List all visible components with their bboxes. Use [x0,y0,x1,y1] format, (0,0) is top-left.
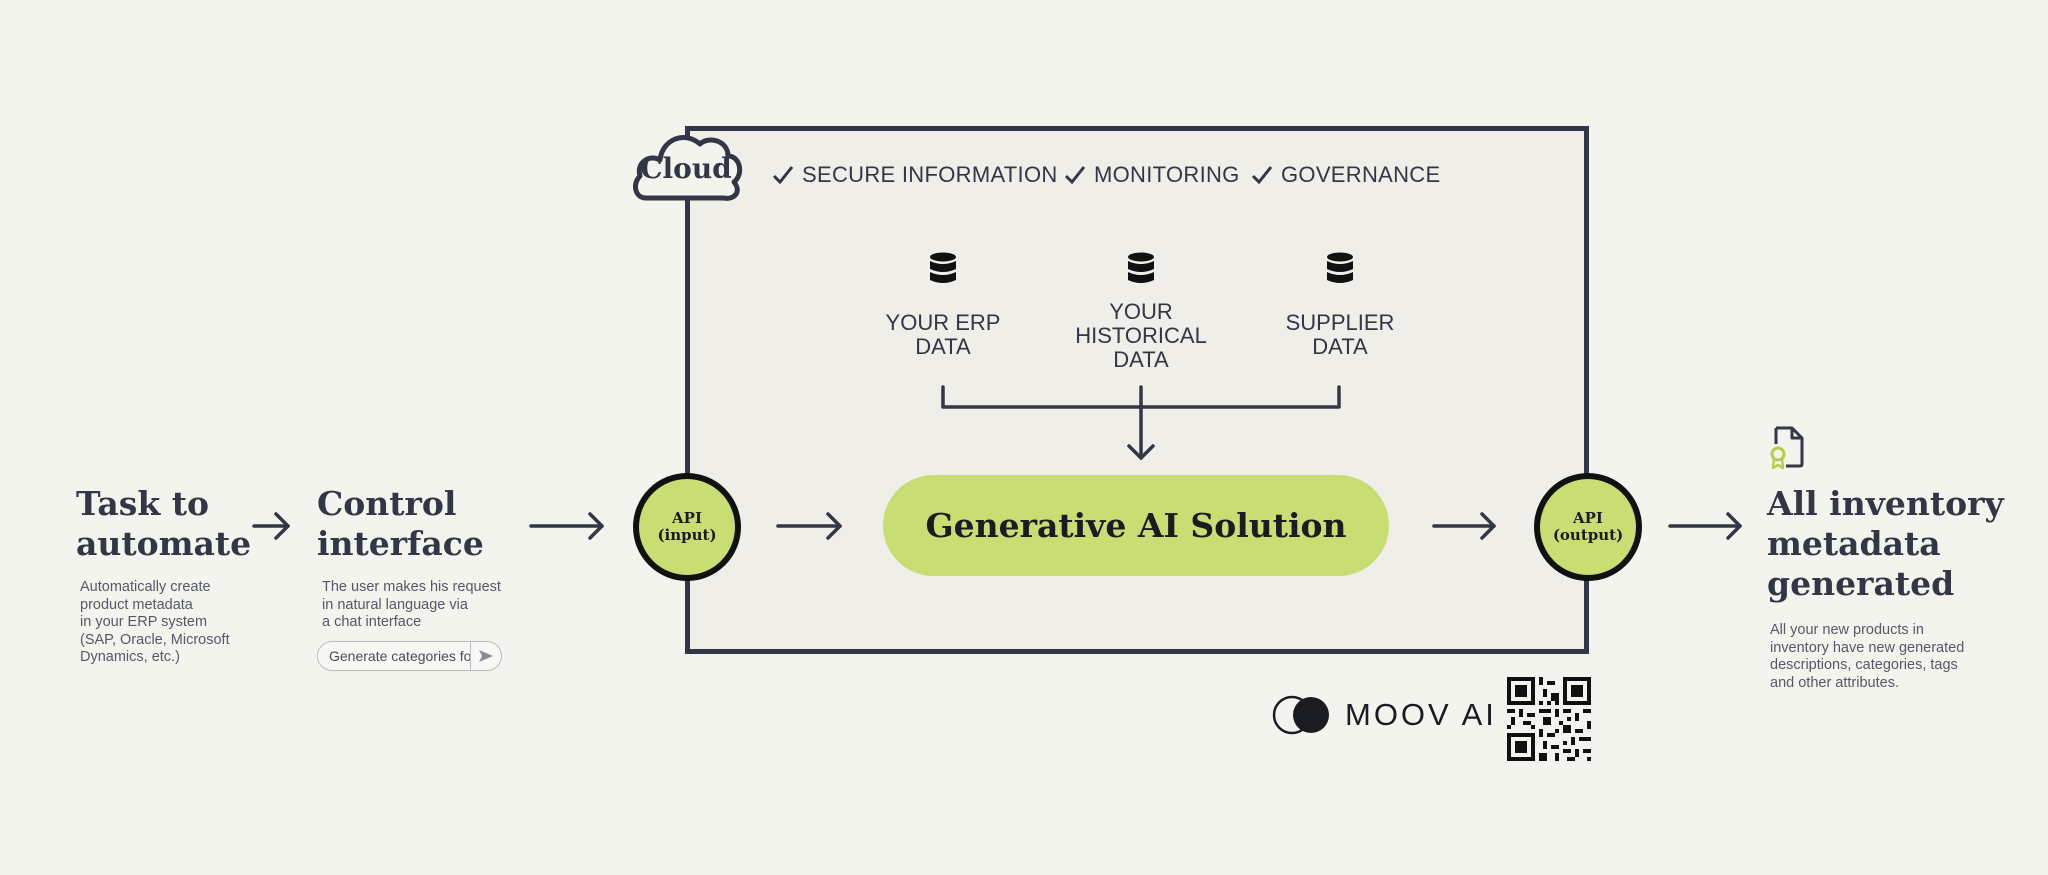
task-heading: Task to automate [76,484,252,563]
feature-monitoring: MONITORING [1064,160,1240,190]
generative-ai-solution: Generative AI Solution [883,475,1389,576]
qr-code-icon [1507,677,1591,761]
document-award-icon [1770,426,1804,470]
output-description: All your new products in inventory have … [1770,622,1965,691]
feature-label: GOVERNANCE [1281,162,1441,187]
cloud-label: Cloud [640,152,732,185]
source-supplier-label: SUPPLIER DATA [1285,310,1395,359]
output-heading: All inventory metadata generated [1767,484,2004,603]
task-description: Automatically create product metadata in… [80,579,230,665]
feature-governance: GOVERNANCE [1251,160,1440,190]
chat-input-value[interactable]: Generate categories fo [329,648,470,664]
database-icon [930,252,956,283]
arrow-right-icon [776,512,842,540]
source-historical-label: YOUR HISTORICAL DATA [1075,299,1207,372]
brand-name: MOOV AI [1345,697,1497,732]
arrow-right-icon [252,512,290,540]
arrow-right-icon [1668,512,1742,540]
feature-label: SECURE INFORMATION [802,162,1058,187]
feature-label: MONITORING [1094,162,1240,187]
source-erp-label: YOUR ERP DATA [885,310,1001,359]
control-heading: Control interface [317,484,484,563]
check-icon [1251,166,1273,185]
database-icon [1128,252,1154,283]
feature-secure: SECURE INFORMATION [772,160,1058,190]
send-icon [479,650,493,662]
chat-input[interactable]: Generate categories fo [317,641,502,671]
send-button[interactable] [470,642,501,670]
check-icon [1064,166,1086,185]
arrow-right-icon [529,512,604,540]
api-input-node: API(input) [633,473,741,581]
control-description: The user makes his request in natural la… [322,579,501,630]
api-output-node: API(output) [1534,473,1642,581]
check-icon [772,166,794,185]
arrow-right-icon [1432,512,1496,540]
cloud-icon [632,134,743,201]
database-icon [1327,252,1353,283]
moov-ai-logo [1272,695,1329,735]
